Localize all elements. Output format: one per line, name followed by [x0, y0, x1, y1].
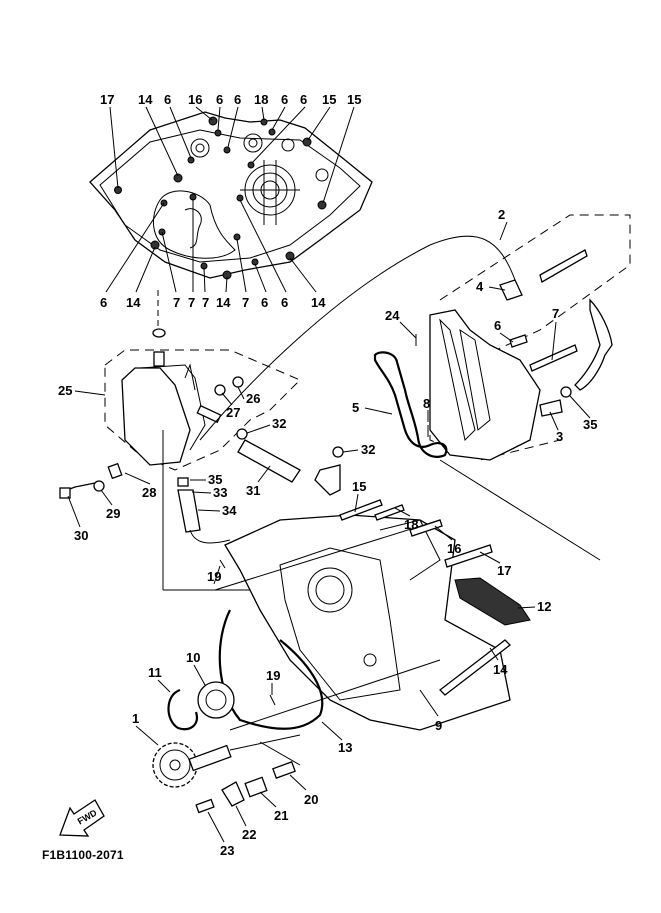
crankcase-cover — [89, 111, 373, 280]
callout-32: 32 — [361, 442, 375, 457]
callout-6: 6 — [261, 295, 268, 310]
callout-10: 10 — [186, 650, 200, 665]
callout-22: 22 — [242, 827, 256, 842]
callout-6: 6 — [281, 295, 288, 310]
callout-5: 5 — [352, 400, 359, 415]
callout-16: 16 — [447, 541, 461, 556]
callout-6: 6 — [164, 92, 171, 107]
callout-26: 26 — [246, 391, 260, 406]
callout-30: 30 — [74, 528, 88, 543]
diagram-reference-code: F1B1100-2071 — [42, 848, 124, 862]
callout-6: 6 — [281, 92, 288, 107]
callout-14: 14 — [493, 662, 508, 677]
forward-direction-arrow-icon: FWD — [59, 799, 105, 837]
callout-labels: 17 14 6 16 6 6 18 6 6 15 15 6 14 7 7 7 1… — [58, 92, 597, 858]
callout-7: 7 — [552, 306, 559, 321]
callout-9: 9 — [435, 718, 442, 733]
callout-6: 6 — [234, 92, 241, 107]
callout-7: 7 — [202, 295, 209, 310]
oil-pump-group — [199, 214, 631, 461]
callout-6: 6 — [216, 92, 223, 107]
callout-15: 15 — [322, 92, 336, 107]
callout-27: 27 — [226, 405, 240, 420]
callout-24: 24 — [385, 308, 400, 323]
callout-15: 15 — [352, 479, 366, 494]
callout-17: 17 — [100, 92, 114, 107]
callout-16: 16 — [188, 92, 202, 107]
callout-14: 14 — [216, 295, 231, 310]
callout-7: 7 — [242, 295, 249, 310]
callout-1: 1 — [132, 711, 139, 726]
callout-33: 33 — [213, 485, 227, 500]
leader-lines-lower — [67, 221, 591, 843]
callout-14: 14 — [138, 92, 153, 107]
callout-6: 6 — [100, 295, 107, 310]
callout-6: 6 — [494, 318, 501, 333]
callout-7: 7 — [173, 295, 180, 310]
crankcase — [214, 459, 601, 731]
callout-13: 13 — [338, 740, 352, 755]
callout-28: 28 — [142, 485, 156, 500]
callout-31: 31 — [246, 483, 260, 498]
callout-8: 8 — [423, 396, 430, 411]
callout-20: 20 — [304, 792, 318, 807]
oil-tank-group — [59, 290, 344, 591]
callout-29: 29 — [106, 506, 120, 521]
callout-15: 15 — [347, 92, 361, 107]
callout-11: 11 — [148, 665, 162, 680]
callout-35: 35 — [208, 472, 222, 487]
callout-14: 14 — [311, 295, 326, 310]
callout-17: 17 — [497, 563, 511, 578]
callout-3: 3 — [556, 429, 563, 444]
callout-35: 35 — [583, 417, 597, 432]
callout-7: 7 — [188, 295, 195, 310]
callout-2: 2 — [498, 207, 505, 222]
callout-21: 21 — [274, 808, 288, 823]
callout-12: 12 — [537, 599, 551, 614]
pump-parts — [152, 681, 301, 814]
callout-18: 18 — [254, 92, 268, 107]
callout-6: 6 — [300, 92, 307, 107]
callout-25: 25 — [58, 383, 72, 398]
leader-lines-top — [105, 106, 355, 293]
callout-14: 14 — [126, 295, 141, 310]
callout-32: 32 — [272, 416, 286, 431]
callout-4: 4 — [476, 279, 484, 294]
callout-18: 18 — [404, 517, 418, 532]
callout-34: 34 — [222, 503, 237, 518]
callout-19: 19 — [266, 668, 280, 683]
callout-23: 23 — [220, 843, 234, 858]
